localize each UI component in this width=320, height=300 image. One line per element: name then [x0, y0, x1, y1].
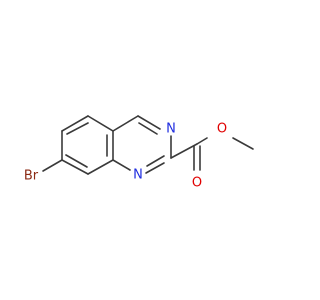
atom-label-br: Br — [24, 169, 39, 184]
ester-group — [170, 137, 254, 171]
bond-c6-c5 — [61, 115, 89, 132]
bond-c4-n3-inner — [138, 122, 158, 135]
pyrimidine-ring — [112, 115, 172, 174]
bond-c4a-c4 — [112, 115, 139, 132]
bond-n1-c8a — [112, 159, 131, 171]
bond-c5-c4a — [87, 115, 114, 132]
benzene-ring — [61, 115, 114, 175]
bond-c2-carbonyl — [170, 143, 198, 159]
bond-carbonyl-o-ester — [196, 137, 208, 145]
molecule-canvas: N N Br O O — [23, 115, 254, 191]
bond-o-methyl — [232, 137, 254, 150]
bond-c8-c7 — [61, 159, 89, 175]
bond-c8a-c8 — [87, 159, 114, 175]
atom-label-o-ester: O — [217, 122, 227, 137]
atom-label-n1: N — [133, 168, 143, 183]
molecule-diagram: N N Br O O — [24, 115, 254, 191]
bond-c8-c7-inner — [65, 154, 88, 168]
bond-c7-br — [42, 159, 63, 172]
bond-c2-n1 — [145, 162, 165, 174]
atom-label-o-carbonyl: O — [192, 176, 202, 191]
atom-label-n3: N — [166, 122, 176, 137]
bond-c6-c5-inner — [66, 122, 89, 135]
bond-c2-n1-inner — [146, 155, 165, 167]
bond-c4-n3 — [137, 115, 161, 130]
